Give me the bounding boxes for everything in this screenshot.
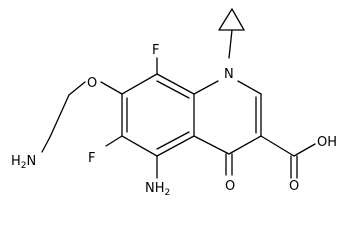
bond bbox=[193, 80, 219, 95]
bond bbox=[260, 135, 295, 157]
fluorine-left-label: F bbox=[88, 151, 95, 166]
carbonyl-oxygen-label: O bbox=[289, 179, 299, 194]
bond bbox=[228, 29, 233, 59]
chain-amine-subscript: 2 bbox=[21, 161, 27, 171]
bond bbox=[156, 131, 190, 150]
ether-oxygen-label: O bbox=[87, 76, 97, 91]
amino-group-label: NH2 bbox=[145, 181, 170, 198]
bond bbox=[156, 135, 195, 157]
ring-nitrogen-label: N bbox=[224, 67, 234, 82]
bond bbox=[41, 136, 51, 153]
chain-amine-n-text: N bbox=[27, 154, 37, 169]
bond bbox=[121, 73, 158, 95]
chain-amine-label: H2N bbox=[11, 154, 36, 171]
atom-labels: F F N O O O OH NH2 H2N bbox=[11, 43, 337, 198]
bond bbox=[231, 8, 245, 31]
bond bbox=[228, 135, 262, 155]
bond bbox=[105, 135, 123, 147]
fluorine-top-label: F bbox=[152, 43, 159, 58]
amino-nh-text: NH bbox=[145, 181, 165, 196]
bond bbox=[121, 135, 158, 157]
structure-svg: F F N O O O OH NH2 H2N bbox=[11, 8, 337, 198]
keto-oxygen-label: O bbox=[225, 179, 235, 194]
amino-subscript: 2 bbox=[165, 188, 171, 198]
bond bbox=[293, 143, 316, 157]
hydroxyl-label: OH bbox=[317, 135, 337, 150]
bond bbox=[100, 81, 123, 95]
bond bbox=[218, 8, 233, 31]
chain-amine-h-text: H bbox=[11, 154, 21, 169]
bond bbox=[68, 81, 86, 96]
bond bbox=[156, 80, 190, 99]
molecule-diagram: F F N O O O OH NH2 H2N bbox=[11, 8, 337, 198]
bond bbox=[193, 135, 230, 155]
bond bbox=[156, 73, 195, 95]
bond bbox=[49, 94, 70, 138]
bonds bbox=[41, 8, 316, 179]
bond bbox=[237, 80, 262, 95]
